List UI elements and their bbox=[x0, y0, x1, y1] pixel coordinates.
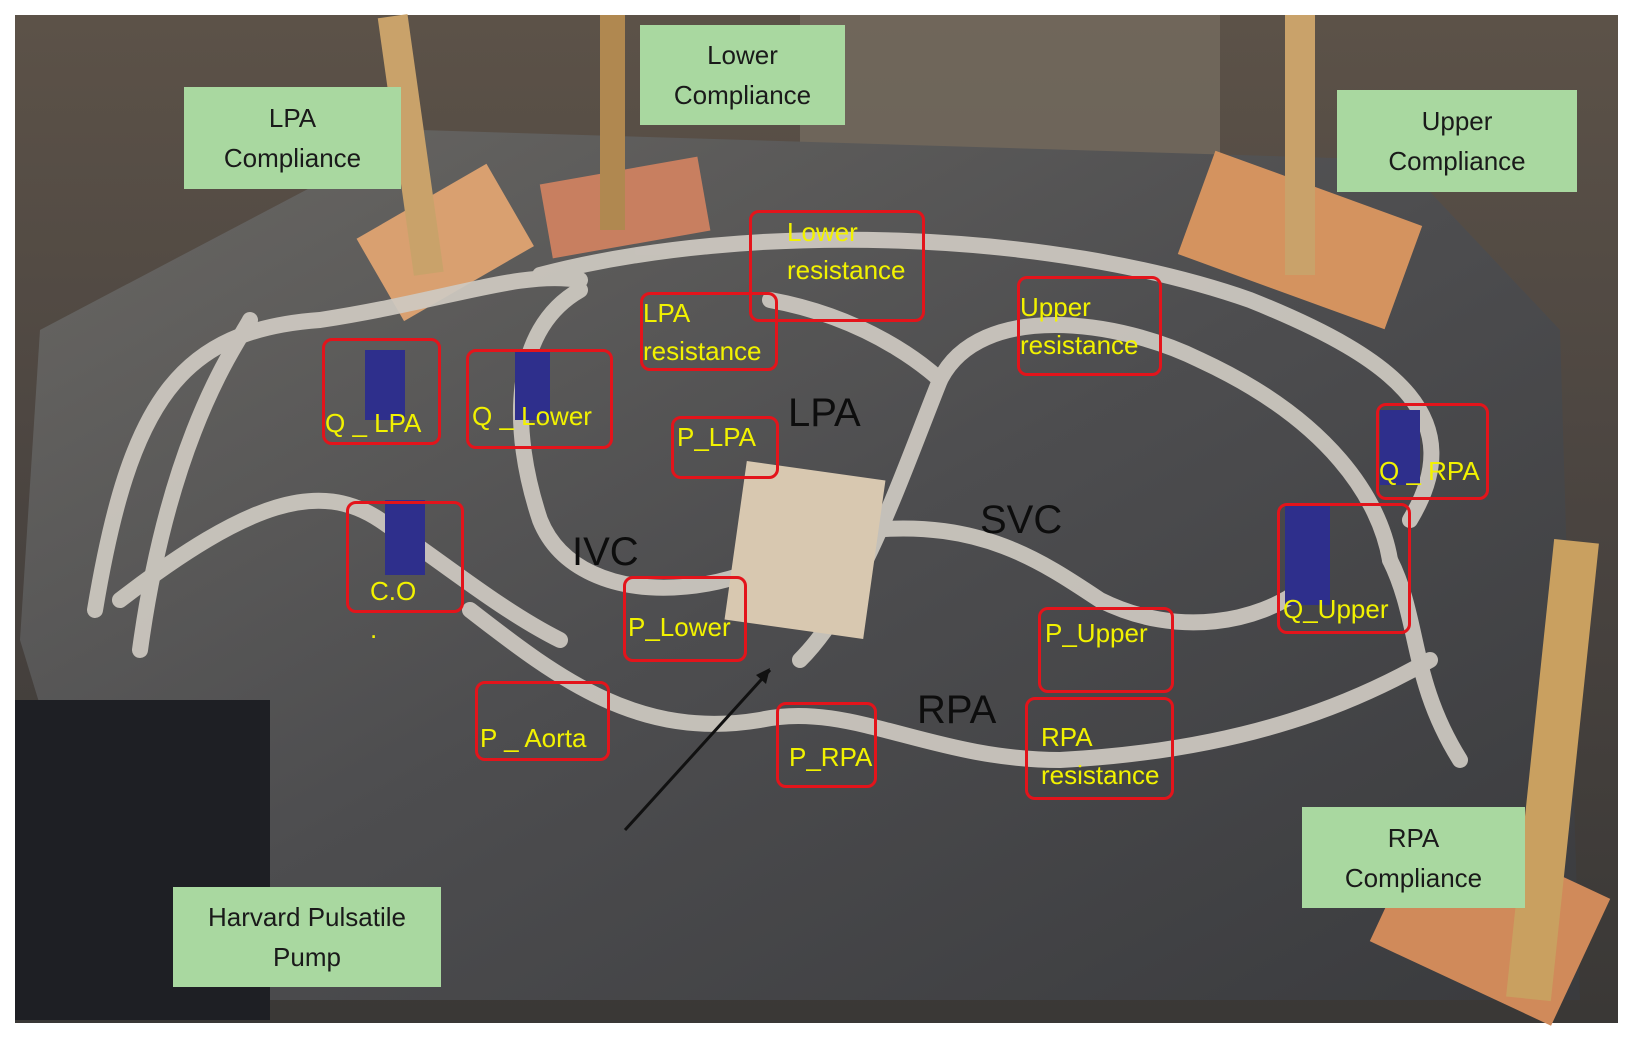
p-lpa-label: P_LPA bbox=[677, 422, 757, 452]
q-rpa-label: Q _ RPA bbox=[1379, 456, 1480, 486]
central-manifold bbox=[724, 461, 886, 639]
upper-stand-post bbox=[1285, 15, 1315, 275]
lower-resistance-label: Lower resistance bbox=[787, 217, 906, 285]
q-lower-sensor bbox=[515, 350, 550, 420]
lpa-resistance-tag bbox=[640, 292, 778, 371]
q-upper-tag bbox=[1277, 503, 1411, 634]
q-lpa-sensor bbox=[365, 350, 405, 420]
lower-compliance-box: Lower Compliance bbox=[640, 25, 845, 125]
p-lower-label: P_Lower bbox=[628, 612, 731, 642]
lower-resistance-tag bbox=[749, 210, 925, 322]
rpa-resistance-label: RPA resistance bbox=[1041, 722, 1160, 790]
p-aorta-label: P _ Aorta bbox=[480, 723, 587, 753]
p-upper-tag bbox=[1038, 607, 1174, 693]
lpa-compliance-box: LPA Compliance bbox=[184, 87, 401, 189]
q-upper-sensor bbox=[1285, 505, 1330, 605]
q-rpa-tag bbox=[1376, 403, 1489, 500]
svc-region-label: SVC bbox=[980, 498, 1063, 542]
q-lower-label: Q _ Lower bbox=[472, 401, 592, 431]
rpa-region-label: RPA bbox=[917, 688, 997, 732]
lower-stand-post bbox=[600, 15, 625, 230]
lpa-stand-base bbox=[356, 163, 534, 322]
q-upper-label: Q_Upper bbox=[1283, 594, 1389, 624]
upper-resistance-tag bbox=[1017, 276, 1162, 376]
ivc-arrowhead bbox=[756, 668, 770, 684]
lower-stand-base bbox=[539, 156, 711, 259]
p-rpa-label: P_RPA bbox=[789, 742, 873, 772]
upper-compliance-box: Upper Compliance bbox=[1337, 90, 1577, 192]
upper-resistance-label: Upper resistance bbox=[1020, 292, 1139, 360]
c-o-tag bbox=[346, 501, 464, 613]
lpa-resistance-label: LPA resistance bbox=[643, 298, 762, 366]
p-lower-tag bbox=[623, 576, 747, 662]
q-lpa-tag bbox=[322, 338, 441, 445]
q-lpa-label: Q _ LPA bbox=[325, 408, 422, 438]
lpa-stand-post bbox=[377, 14, 444, 276]
p-upper-label: P_Upper bbox=[1045, 618, 1148, 648]
rpa-stand-post bbox=[1506, 538, 1599, 1002]
p-aorta-tag bbox=[475, 681, 610, 761]
lpa-region-label: LPA bbox=[788, 391, 861, 435]
ivc-arrow bbox=[623, 668, 772, 832]
c-o-sensor bbox=[385, 500, 425, 575]
q-lower-tag bbox=[466, 349, 613, 449]
rpa-compliance-box: RPA Compliance bbox=[1302, 807, 1525, 908]
rpa-resistance-tag bbox=[1025, 697, 1174, 800]
p-rpa-tag bbox=[776, 702, 877, 788]
q-rpa-sensor bbox=[1380, 410, 1420, 485]
ivc-region-label: IVC bbox=[572, 530, 639, 574]
p-lpa-tag bbox=[671, 416, 779, 479]
c-o-label: C.O . bbox=[370, 576, 417, 644]
harvard-pump-box: Harvard Pulsatile Pump bbox=[173, 887, 441, 987]
